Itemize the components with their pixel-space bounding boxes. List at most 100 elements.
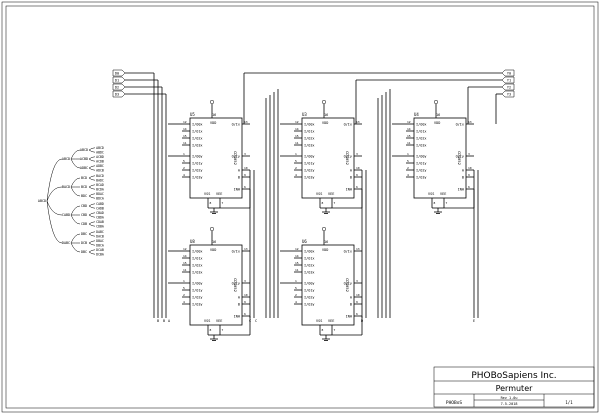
port-y1: Y1 [501, 76, 515, 84]
port-label: D3 [115, 93, 119, 97]
pin-number: 4 [183, 173, 185, 177]
pin-number: 14 [407, 127, 411, 131]
tree-leaf: ADCB [96, 168, 104, 172]
pin-number: 1 [295, 152, 297, 156]
pin-number: 12 [295, 120, 299, 124]
pin-label: I/O2x [304, 137, 315, 141]
pin-label: I/O1y [304, 162, 315, 166]
pin-label: I/O3x [304, 271, 315, 275]
pin-number: 5 [183, 159, 185, 163]
pin-number: 2 [183, 166, 185, 170]
vdd-symbol [209, 226, 215, 232]
pin-number: 6 [356, 185, 358, 189]
pin-number: 5 [183, 286, 185, 290]
chip-part: CD4052 [457, 151, 462, 165]
port-d1: D1 [112, 76, 126, 84]
pin-label: I/O1x [304, 257, 315, 261]
port-label: Y0 [507, 72, 511, 76]
pin-number: 15 [183, 134, 187, 138]
pin-number: 3 [468, 152, 470, 156]
pin-number: 6 [468, 185, 470, 189]
vdd-pin-num: 16 [324, 240, 328, 244]
tree-leaf: DBAC [96, 239, 104, 243]
pin-label: O/Ix [232, 250, 240, 254]
pin-label: O/Ix [232, 123, 240, 127]
port-label: Y2 [507, 86, 511, 90]
pin-number: 13 [244, 247, 248, 251]
pin-number: 9 [356, 300, 358, 304]
pin-label: I/O0y [416, 155, 427, 159]
pin-number: 6 [244, 185, 246, 189]
pin-label: I/O1y [416, 162, 427, 166]
port-y2: Y2 [501, 83, 515, 91]
pin-number: 11 [295, 141, 299, 145]
pin-label: A [238, 169, 241, 173]
vss-label: VSS [316, 319, 322, 323]
pin-label: I/O2y [192, 296, 203, 300]
pin-number: 10 [356, 166, 360, 170]
pin-label: I/O3y [416, 176, 427, 180]
vdd-symbol [209, 99, 215, 105]
pin-number: 9 [244, 300, 246, 304]
tree-leaf: CBAD [96, 211, 104, 215]
pin-number: 3 [244, 279, 246, 283]
pin-number: 2 [295, 293, 297, 297]
vdd-symbol [321, 99, 327, 105]
pin-number: 8 [210, 201, 212, 205]
pin-label: I/O0x [192, 250, 203, 254]
tree-level2-node: DBC [81, 232, 87, 236]
pin-number: 2 [183, 293, 185, 297]
pin-label: I/O3x [416, 144, 427, 148]
tree-leaf: BDAC [96, 192, 104, 196]
pin-number: 11 [183, 141, 187, 145]
pin-number: 11 [295, 268, 299, 272]
pin-label: I/O3x [192, 144, 203, 148]
tree-leaf: DABC [96, 230, 104, 234]
pin-label: I/O0y [192, 155, 203, 159]
port-d3: D3 [112, 90, 126, 98]
tree-leaf: DACB [96, 234, 104, 238]
drawing-title: Permuter [496, 384, 534, 393]
pin-number: 9 [468, 173, 470, 177]
pin-label: I/O1y [192, 162, 203, 166]
pin-number: 4 [295, 300, 297, 304]
sheet-number: 1/1 [565, 400, 573, 405]
chip-part: CD4052 [233, 151, 238, 165]
pin-label: O/Ix [344, 250, 352, 254]
vee-label: VEE [216, 192, 222, 196]
pin-label: O/Iy [232, 282, 240, 286]
pin-label: I/O0y [304, 155, 315, 159]
pin-label: B [238, 303, 240, 307]
chip-part: CD4052 [233, 278, 238, 292]
pin-label: I/O3x [304, 144, 315, 148]
tree-leaf: CABD [96, 202, 104, 206]
tree-leaf: BADC [96, 178, 104, 182]
pin-label: I/O0x [416, 123, 427, 127]
vdd-label: VDD [210, 121, 216, 125]
pin-number: 12 [407, 120, 411, 124]
pin-label: I/O0y [192, 282, 203, 286]
pin-number: 7 [334, 328, 336, 332]
pin-label: A [238, 296, 241, 300]
pin-number: 10 [468, 166, 472, 170]
pin-number: 14 [183, 127, 187, 131]
pin-number: 4 [295, 173, 297, 177]
pin-number: 10 [356, 293, 360, 297]
pin-label: I/O2x [304, 264, 315, 268]
pin-number: 5 [295, 159, 297, 163]
pin-label: I/O2x [192, 137, 203, 141]
pin-label: I/O2x [192, 264, 203, 268]
vdd-label: VDD [434, 121, 440, 125]
pin-label: A [350, 169, 353, 173]
pin-number: 4 [183, 300, 185, 304]
pin-number: 8 [322, 201, 324, 205]
vss-label: VSS [204, 192, 210, 196]
tree-level2-node: ADBC [80, 166, 88, 170]
bus-label: E [473, 319, 475, 323]
